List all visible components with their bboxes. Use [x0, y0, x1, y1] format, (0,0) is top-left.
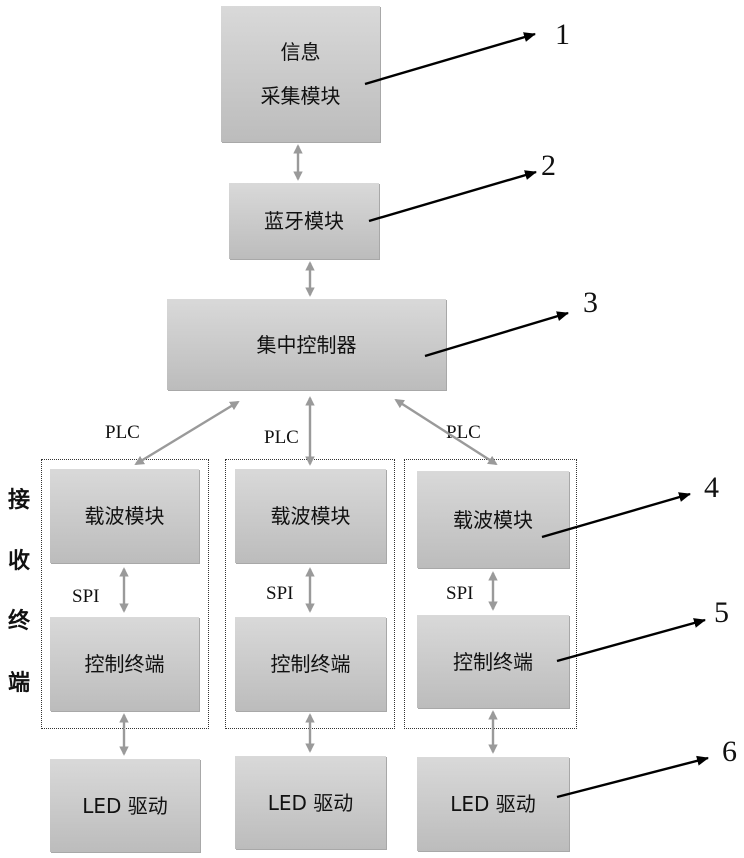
- callout-arrow-2: [369, 172, 536, 221]
- callout-arrow-4: [542, 494, 690, 537]
- plc-link-3: [396, 400, 496, 464]
- callout-arrow-6: [557, 758, 708, 797]
- callout-arrow-1: [365, 34, 535, 84]
- plc-link-1: [136, 402, 238, 464]
- callout-arrow-5: [557, 620, 705, 661]
- callout-arrow-3: [425, 313, 568, 356]
